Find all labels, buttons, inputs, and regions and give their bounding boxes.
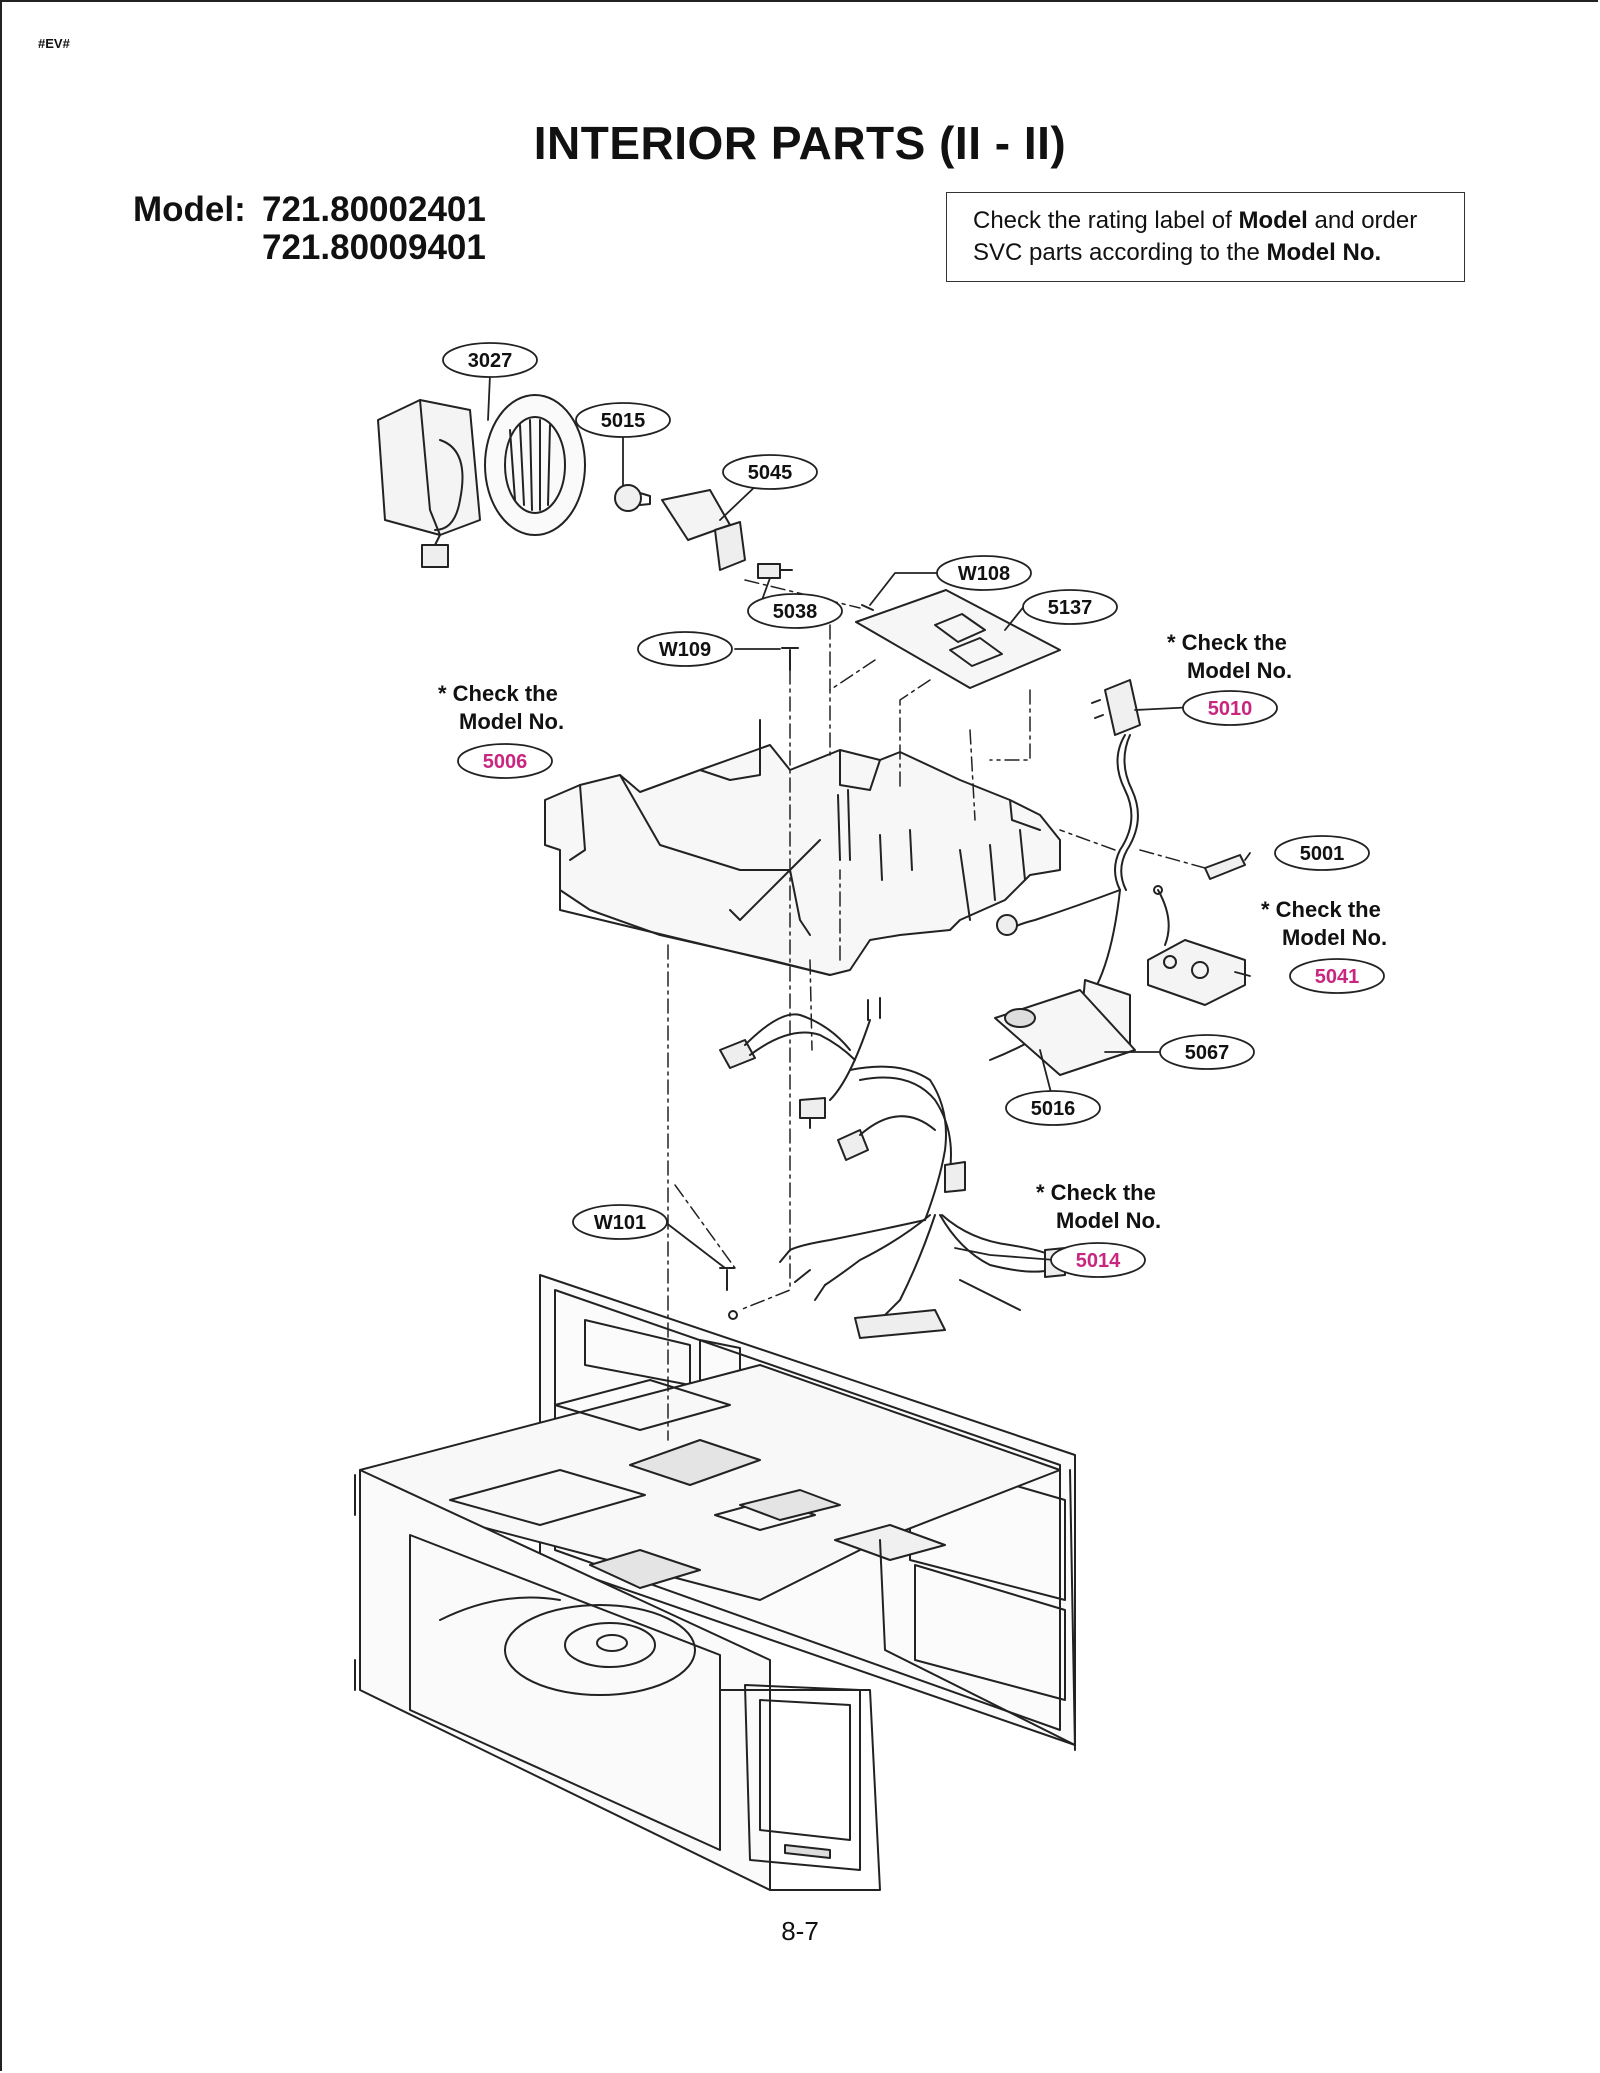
fan-motor-part — [377, 394, 586, 568]
oven-cavity-part — [354, 1274, 1076, 1891]
screw-w109-part — [781, 647, 799, 671]
page-title: INTERIOR PARTS (II - II) — [533, 117, 1067, 169]
check-note-5010-line1: * Check the — [1167, 630, 1287, 655]
check-note-5041-line2: Model No. — [1282, 925, 1387, 950]
check-note-5006-line1: * Check the — [438, 681, 558, 706]
screw-w101-part — [719, 1267, 738, 1320]
model-number-1: 721.80002401 — [262, 190, 486, 229]
check-note-5010-line2: Model No. — [1187, 658, 1292, 683]
note-text-2: and order SVC parts according to the — [973, 207, 1418, 266]
lamp-part — [614, 484, 651, 512]
document-tag: #EV# — [38, 36, 70, 51]
screw-w108-part — [861, 604, 874, 611]
callout-5041: 5041 — [1315, 966, 1360, 988]
callout-3027: 3027 — [468, 350, 513, 372]
fuse-part — [1204, 854, 1246, 880]
callout-5016: 5016 — [1031, 1098, 1076, 1120]
thermostat-part — [757, 563, 793, 579]
callout-ellipses — [442, 342, 1385, 1278]
note-text-1: Check the rating label of — [973, 207, 1239, 234]
check-note-5041-line1: * Check the — [1261, 897, 1381, 922]
callout-5137: 5137 — [1048, 597, 1093, 619]
model-label: Model: — [133, 190, 246, 229]
note-bold-1: Model — [1238, 207, 1308, 234]
callout-5067: 5067 — [1185, 1042, 1230, 1064]
callout-5038: 5038 — [773, 601, 818, 623]
page-number: 8-7 — [781, 1916, 819, 1946]
callout-5001: 5001 — [1300, 843, 1345, 865]
callout-w101: W101 — [594, 1212, 646, 1234]
note-bold-2: Model No. — [1266, 239, 1382, 266]
noise-filter-part — [1147, 885, 1246, 1006]
check-note-5014-line1: * Check the — [1036, 1180, 1156, 1205]
callout-5015: 5015 — [601, 410, 646, 432]
check-note-5006-line2: Model No. — [459, 709, 564, 734]
alignment-lines — [667, 579, 1206, 1441]
thermal-switch-bracket-part — [994, 979, 1136, 1076]
callout-5006: 5006 — [483, 751, 528, 773]
callout-w108: W108 — [958, 563, 1010, 585]
lamp-socket-part — [661, 489, 746, 571]
power-cord-part — [989, 679, 1141, 1061]
callout-w109: W109 — [659, 639, 711, 661]
model-number-2: 721.80009401 — [262, 228, 486, 267]
plate-part — [855, 589, 1061, 689]
rating-label-note: Check the rating label of Model and orde… — [946, 192, 1465, 282]
check-note-5014-line2: Model No. — [1056, 1208, 1161, 1233]
callout-5014: 5014 — [1076, 1250, 1121, 1272]
callout-5010: 5010 — [1208, 698, 1253, 720]
callout-5045: 5045 — [748, 462, 793, 484]
air-guide-bracket-part — [544, 719, 1061, 976]
